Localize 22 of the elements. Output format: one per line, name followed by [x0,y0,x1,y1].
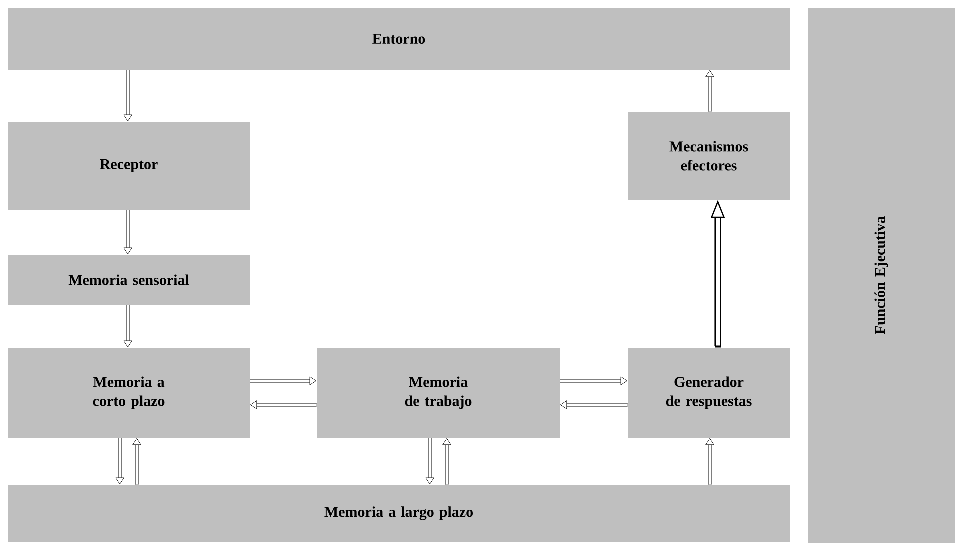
arrow [250,376,317,386]
process-box: Receptor [8,122,250,210]
arrow [706,70,714,112]
process-box: Memoria de trabajo [317,348,560,438]
arrow [116,438,124,485]
process-box: Generador de respuestas [628,348,790,438]
process-box: Función Ejecutiva [808,8,955,543]
arrow [426,438,434,485]
process-box: Memoria a corto plazo [8,348,250,438]
arrow [132,438,142,485]
process-box: Memoria sensorial [8,255,250,305]
arrow [124,70,132,122]
process-box: Entorno [8,8,790,70]
arrow [442,438,452,485]
arrow [706,438,714,485]
arrow [124,305,132,348]
process-box: Mecanismos efectores [628,112,790,200]
arrow [560,376,628,386]
arrow [124,210,132,255]
arrow [250,400,317,410]
process-box: Memoria a largo plazo [8,485,790,542]
arrow [560,400,628,410]
